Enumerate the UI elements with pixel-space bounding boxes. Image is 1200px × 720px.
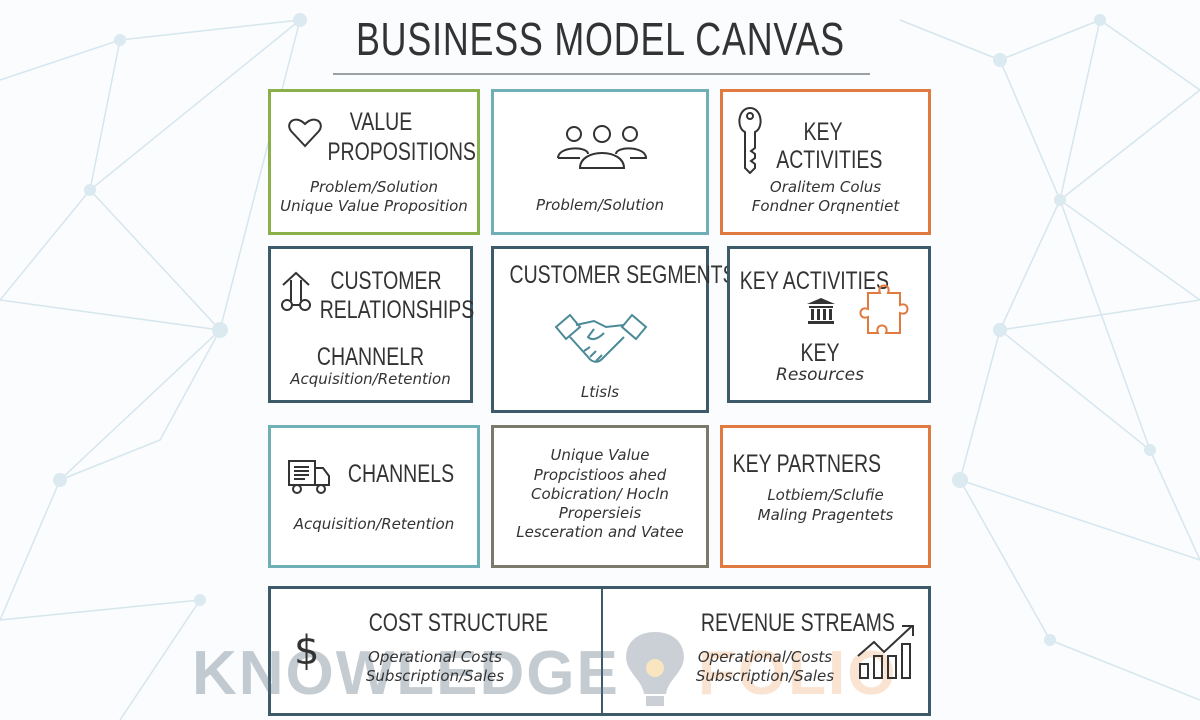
puzzle-icon	[859, 284, 909, 334]
box-subtitle: KEY	[800, 339, 840, 367]
heart-icon	[288, 118, 322, 148]
box-text: Fondner Orqnentiet	[751, 197, 900, 215]
box-text: Acquisition/Retention	[293, 515, 455, 533]
box-text: Propcistioos ahed	[533, 466, 667, 484]
lightbulb-brain-icon	[626, 632, 684, 706]
box-text: Acquisition/Retention	[290, 370, 451, 388]
value-details-box: Unique Value Propcistioos ahed Cobicrati…	[491, 425, 709, 568]
revenue-streams-title: REVENUE STREAMS	[700, 609, 895, 637]
box-text: Cobicration/ Hocln	[531, 485, 669, 503]
customer-relationships-box: CUSTOMER RELATIONSHIPS CHANNELR Acquisit…	[268, 246, 475, 403]
customers-box: Problem/Solution	[491, 89, 709, 235]
box-text: Resources	[776, 365, 864, 385]
box-title: CUSTOMER SEGMENTS	[509, 261, 736, 289]
arrow-relationship-icon	[281, 271, 311, 311]
box-text: Lesceration and Vatee	[516, 523, 684, 541]
growth-chart-icon	[857, 625, 914, 679]
box-title: RELATIONSHIPS	[319, 296, 475, 324]
box-text: Subscription/Sales	[365, 667, 505, 685]
box-subtitle: CHANNELR	[316, 343, 425, 371]
box-title: CHANNELS	[347, 460, 455, 488]
box-title: CUSTOMER	[330, 267, 442, 295]
customer-segments-box: CUSTOMER SEGMENTS Ltisls	[491, 246, 736, 413]
cost-revenue-box	[268, 586, 931, 716]
watermark-folio: FOLIO	[698, 639, 898, 708]
truck-icon	[288, 460, 330, 494]
key-resources-box: KEY ACTIVITIES KEY Resources	[727, 246, 931, 403]
box-title: VALUE	[349, 108, 413, 136]
box-title: KEY PARTNERS	[732, 450, 882, 478]
key-icon	[738, 106, 762, 174]
box-text: Oralitem Colus	[769, 178, 882, 196]
value-propositions-box: VALUE PROPOSITIONS Problem/Solution Uniq…	[268, 89, 480, 235]
svg-text:$: $	[294, 628, 318, 672]
box-text: Propersieis	[558, 504, 642, 522]
box-text: Unique Value	[550, 446, 650, 464]
box-text: Operational Costs	[368, 648, 502, 666]
title-underline	[333, 73, 870, 75]
box-text: Ltisls	[580, 383, 620, 401]
key-activities-box: KEY ACTIVITIES Oralitem Colus Fondner Or…	[720, 89, 931, 235]
page-title: BUSINESS MODEL CANVAS	[355, 13, 845, 65]
box-text: Problem/Solution	[535, 196, 665, 214]
divider	[601, 589, 603, 713]
box-text: Lotbiem/Sclufie	[767, 486, 884, 504]
channels-box: CHANNELS Acquisition/Retention	[268, 425, 480, 568]
box-title: KEY	[803, 118, 843, 146]
dollar-icon: $	[294, 628, 318, 672]
users-icon	[557, 125, 648, 169]
handshake-icon	[554, 313, 648, 363]
key-partners-box: KEY PARTNERS Lotbiem/Sclufie Maling Prag…	[720, 425, 931, 568]
box-title: KEY ACTIVITIES	[739, 267, 889, 295]
box-title: ACTIVITIES	[776, 146, 883, 174]
bank-icon	[807, 298, 835, 324]
watermark-knowledge: KNOWLEDGE	[192, 639, 620, 708]
box-title: PROPOSITIONS	[327, 138, 476, 166]
box-text: Problem/Solution	[309, 178, 439, 196]
box-text: Subscription/Sales	[695, 667, 835, 685]
cost-structure-title: COST STRUCTURE	[368, 609, 549, 637]
box-text: Operational/Costs	[697, 648, 833, 666]
box-text: Maling Pragentets	[757, 506, 894, 524]
box-text: Unique Value Proposition	[280, 197, 468, 215]
